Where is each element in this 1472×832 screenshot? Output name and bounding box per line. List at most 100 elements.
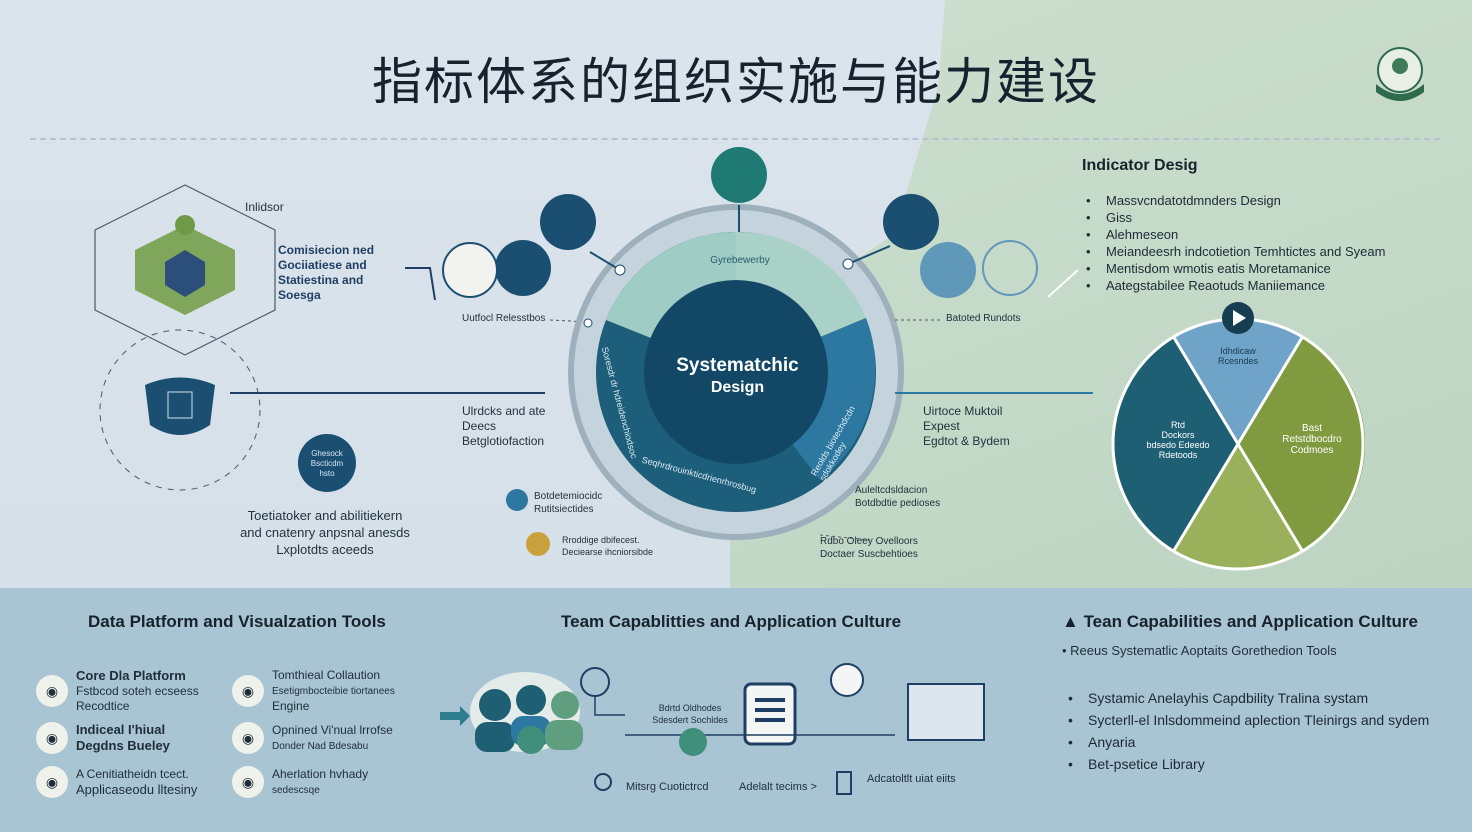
connector-line: Expest [923, 419, 960, 433]
left-top-text: Comisiecion ned Gociiatiese and Statiest… [278, 243, 374, 303]
item-sub: sedescsqe [272, 784, 320, 796]
page-title: 指标体系的组织实施与能力建设 [372, 53, 1100, 111]
pie-slice-label-left: Rtd Dockors bdsedo Edeedo Rdetoods [1128, 420, 1228, 460]
pie-label-line: Bast [1301, 423, 1322, 434]
platform-text: A Cenitiatheidn tcect.Applicaseodu lltes… [76, 767, 197, 798]
left-top-line: Statiestina and [278, 273, 364, 287]
platform-icon: ◉ [232, 675, 264, 707]
connector-label-5: Botdetemiocidc Rutitsiectides [534, 490, 602, 516]
left-top-caption: Inlidsor [245, 200, 284, 214]
item-sub: Donder Nad Bdesabu [272, 740, 369, 752]
item-sub: Fstbcod soteh ecseess [76, 684, 199, 698]
item-title: Opnined Vi'nual lrrofse [272, 722, 393, 737]
bottom-right-item: Bet-psetice Library [1066, 753, 1429, 775]
pie-label-line: Codmoes [1290, 445, 1334, 456]
pie-label-line: Retstdbocdro [1282, 434, 1342, 445]
left-mid-shield-graphic [99, 329, 261, 491]
item-sub: Recodtice [76, 699, 130, 713]
platform-icon: ◉ [36, 722, 68, 754]
team-graphic [440, 663, 985, 795]
platform-icon: ◉ [232, 766, 264, 798]
bottom-mid-heading: Team Capablitties and Application Cultur… [561, 612, 902, 631]
platform-icon: ◉ [36, 766, 68, 798]
bottom-right-list: Systamic Anelayhis Capdbility Tralina sy… [1066, 687, 1429, 775]
bottom-right-sub: • Reeus Systematlic Aoptaits Gorethedion… [1062, 643, 1337, 658]
connector-line: Botdbdtie pedioses [855, 498, 941, 509]
bullet-icon: • [1062, 643, 1071, 658]
connector-line: Betglotiofaction [462, 434, 545, 448]
connector-label-1: Uutfocl Relesstbos [462, 313, 546, 324]
left-bottom-line: Toetiatoker and abilitiekern [247, 508, 403, 523]
left-bottom-line: Lxplotdts aceeds [276, 542, 374, 557]
right-panel-heading: Indicator Desig [1082, 157, 1198, 174]
pie-label-line: Dockors [1161, 430, 1195, 440]
team-label-1: Mitsrg Cuotictrcd [626, 781, 709, 793]
item-sub: Applicaseodu lltesiny [76, 781, 198, 797]
left-mid-badge: Ghesock Bscticdm hsto [300, 449, 354, 479]
connector-line: Doctaer Suscbehtioes [820, 549, 918, 560]
pie-slice-label-top: Idhdicaw Rcesndes [1205, 346, 1271, 366]
connector-line: Deecs [462, 419, 497, 433]
item-title: Core Dla Platform [76, 668, 186, 683]
team-label-2: Adelalt tecims > [739, 781, 817, 793]
bottom-right-item: Anyaria [1066, 731, 1429, 753]
item-title: A Cenitiatheidn tcect. [76, 766, 189, 781]
connector-line: Deciearse ihcniorsibde [562, 547, 654, 557]
item-sub: Esetigmbocteibie tiortanees [272, 686, 395, 697]
bottom-right-heading-text: Tean Capabilities and Application Cultur… [1083, 612, 1418, 631]
diagram-canvas [94, 147, 1366, 571]
left-top-hex-graphic [94, 184, 276, 356]
connector-label-7: Auleltcdsldacion Botdbdtie pedioses [855, 484, 940, 510]
platform-icon: ◉ [36, 675, 68, 707]
center-label: Systematchic Design [675, 355, 800, 399]
bottom-right-sub-text: Reeus Systematlic Aoptaits Gorethedion T… [1070, 643, 1337, 658]
right-panel-item: Massvcndatotdmnders Design [1084, 192, 1385, 209]
connector-line: Egdtot & Bydem [923, 434, 1010, 448]
pie-label-line: Rdetoods [1158, 450, 1198, 460]
box-line: Bdrtd Oldhodes [658, 703, 722, 713]
right-panel-item: Meiandeesrh indcotietion Temhtictes and … [1084, 243, 1385, 260]
pie-label-line: Rtd [1170, 420, 1185, 430]
bottom-right-item: Systamic Anelayhis Capdbility Tralina sy… [1066, 687, 1429, 709]
ring-node-icons [298, 147, 1038, 492]
triangle-icon: ▲ [1062, 612, 1079, 631]
pie-slice-label-right: Bast Retstdbocdro Codmoes [1262, 423, 1362, 456]
pie-label-line: Idhdicaw [1220, 346, 1256, 356]
center-line-2: Design [710, 379, 765, 396]
bottom-right-item: Sycterll-el Inlsdommeind aplection Tlein… [1066, 709, 1429, 731]
connector-line: Rutitsiectides [534, 504, 594, 515]
box-line: Sdesdert Sochldes [652, 715, 728, 725]
central-ring [568, 204, 904, 540]
left-bottom-line: and cnatenry anpsnal anesds [240, 525, 410, 540]
badge-line: Ghesock [311, 449, 343, 458]
connector-line: Auleltcdsldacion [855, 485, 928, 496]
connector-line: Rdbo Oleey Ovelloors [820, 536, 918, 547]
pie-label-line: Rcesndes [1217, 356, 1259, 366]
item-sub: Degdns Bueley [76, 738, 170, 753]
left-bottom-text: Toetiatoker and abilitiekern and cnatenr… [210, 507, 440, 558]
item-title: Tomthieal Collaution [272, 668, 381, 682]
connector-label-2: Ulrdcks and ate Deecs Betglotiofaction [462, 404, 545, 449]
connector-line: Ulrdcks and ate [462, 404, 546, 418]
left-top-line: Comisiecion ned [278, 243, 375, 257]
team-box-label: Bdrtd Oldhodes Sdesdert Sochldes [640, 702, 740, 726]
right-panel-item: Giss [1084, 209, 1385, 226]
connector-label-3: Batoted Rundots [946, 313, 1021, 324]
connector-label-8: Rdbo Oleey Ovelloors Doctaer Suscbehtioe… [820, 535, 918, 561]
emblem-icon [1368, 40, 1432, 104]
connector-line: Rroddige dbifecest. [562, 535, 640, 545]
left-top-line: Gociiatiese and [278, 258, 367, 272]
right-panel-item: Alehmeseon [1084, 226, 1385, 243]
badge-line: Bscticdm [310, 459, 344, 468]
item-title: Indiceal I'hiual [76, 722, 166, 737]
